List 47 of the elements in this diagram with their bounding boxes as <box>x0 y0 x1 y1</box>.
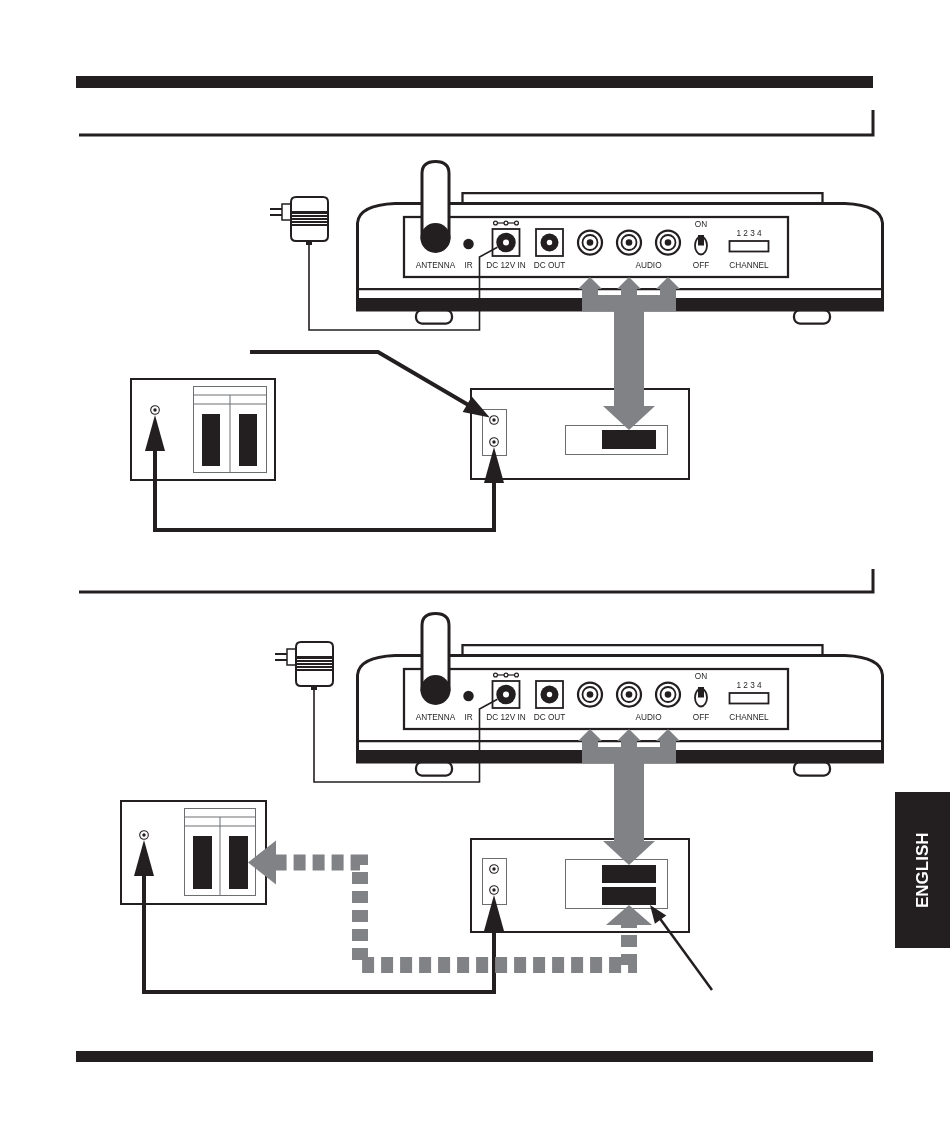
device-box <box>470 388 690 480</box>
channel-label: CHANNEL <box>729 712 769 722</box>
block-arrow <box>578 277 680 430</box>
socket-icon <box>489 864 499 874</box>
power-adapter-drawing <box>275 640 335 690</box>
cable <box>313 689 499 783</box>
port-label: IR <box>464 260 473 270</box>
channel-label: CHANNEL <box>729 260 769 270</box>
connector-slot <box>202 414 220 466</box>
socket-icon <box>150 405 160 415</box>
switch-label: ON <box>694 672 708 681</box>
port-label: IR <box>464 712 473 722</box>
socket-icon <box>139 830 149 840</box>
port-label: ANTENNA <box>415 260 456 270</box>
dashed-arrow <box>248 840 652 973</box>
connector-slot <box>193 836 212 889</box>
connector-slot <box>602 865 656 883</box>
port-label: DC OUT <box>533 260 566 270</box>
socket-icon <box>489 885 499 895</box>
leader-arrow <box>650 905 713 991</box>
switch-label: ON <box>694 220 708 229</box>
double-arrow <box>145 415 504 532</box>
device-box <box>470 838 690 933</box>
channel-label: 1 2 3 4 <box>736 229 762 238</box>
connector-slot <box>239 414 257 466</box>
socket-icon <box>489 415 499 425</box>
device-box <box>130 378 276 481</box>
channel-label: 1 2 3 4 <box>736 681 762 690</box>
double-arrow <box>134 840 504 994</box>
connector-slot <box>602 430 656 449</box>
block-arrow <box>578 729 680 865</box>
switch-label: OFF <box>692 712 710 722</box>
port-label: DC 12V IN <box>486 260 526 270</box>
port-label: DC OUT <box>533 712 566 722</box>
socket-icon <box>489 437 499 447</box>
port-label: AUDIO <box>635 260 662 270</box>
device-box <box>120 800 267 905</box>
cable <box>308 244 499 331</box>
connector-slot <box>229 836 248 889</box>
language-tab: ENGLISH <box>895 792 950 948</box>
power-adapter-drawing <box>270 195 330 245</box>
switch-label: OFF <box>692 260 710 270</box>
port-label: DC 12V IN <box>486 712 526 722</box>
port-label: ANTENNA <box>415 712 456 722</box>
leader-arrow <box>250 350 490 418</box>
port-label: AUDIO <box>635 712 662 722</box>
connector-slot <box>602 887 656 905</box>
